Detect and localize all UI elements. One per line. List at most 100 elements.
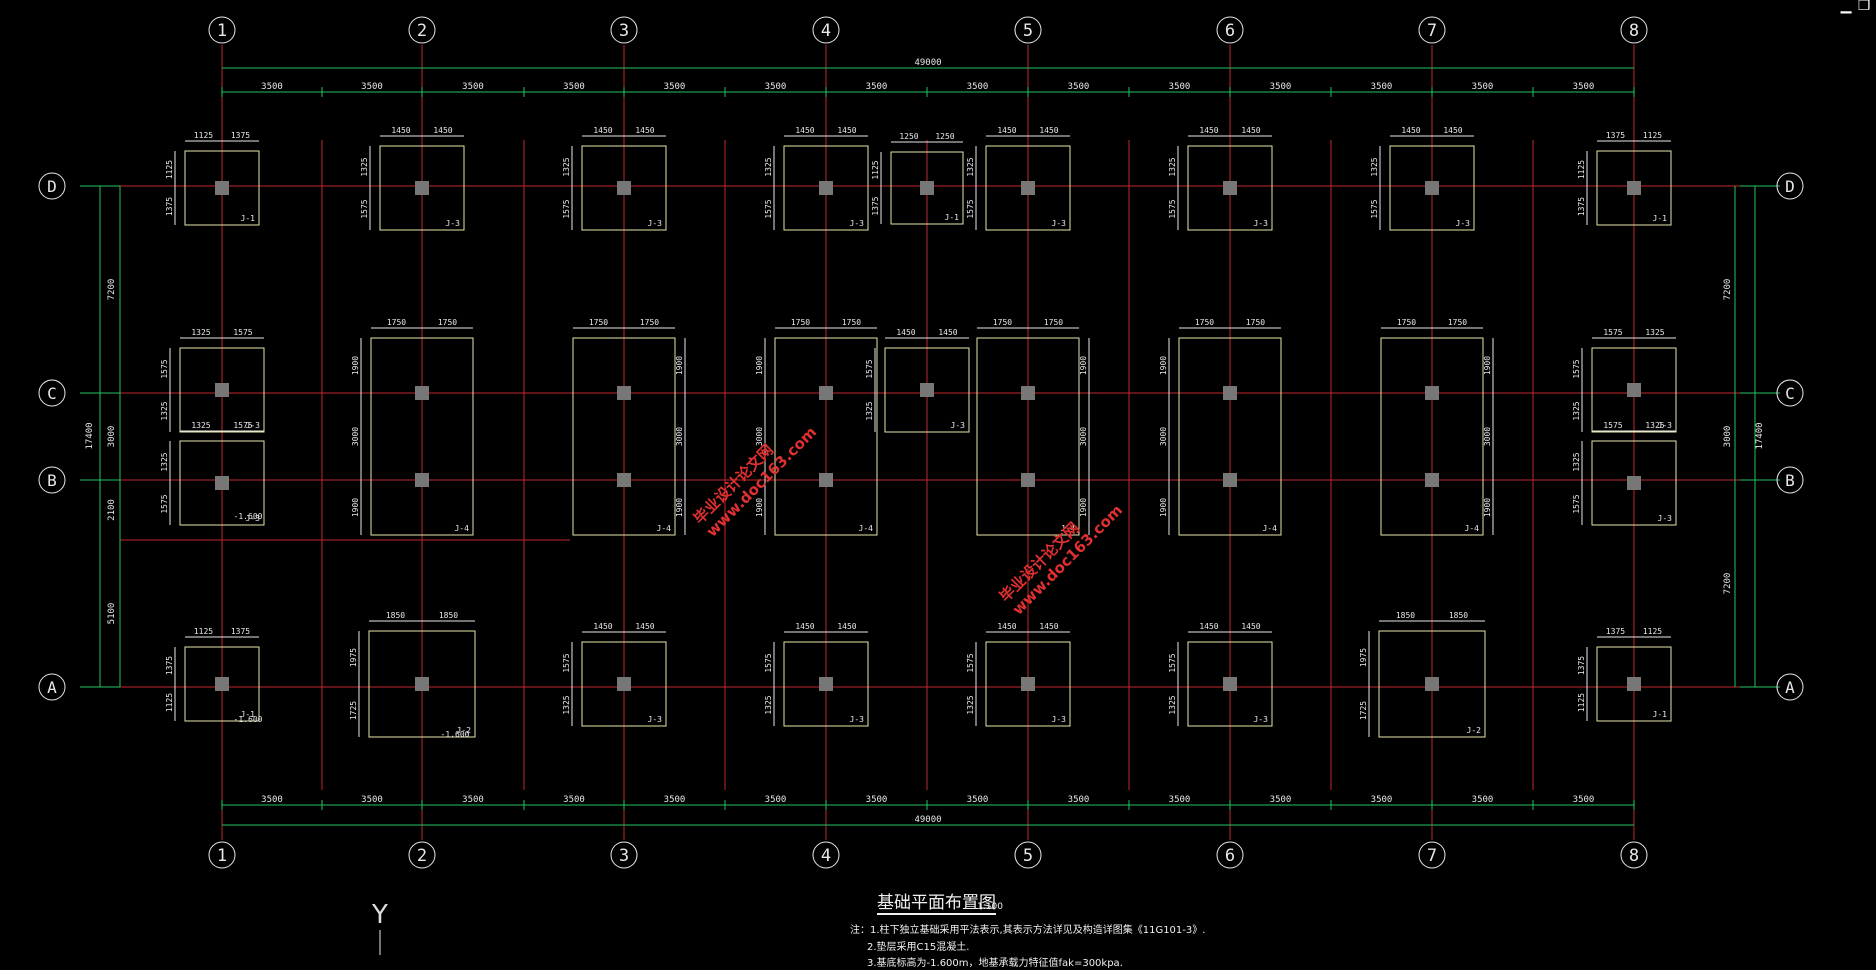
footing-dim-top-left-9: 1375 xyxy=(1606,131,1625,140)
column-16 xyxy=(415,677,429,691)
axis-bubble-6-top xyxy=(1216,16,1244,44)
footing-dim-side-top-9: 1125 xyxy=(1577,160,1586,179)
footing-3 xyxy=(581,145,667,231)
combined-column xyxy=(1223,473,1237,487)
column-8 xyxy=(1425,181,1439,195)
footing-dim-top-left-1: 1125 xyxy=(194,131,213,140)
footing-dim-top-right-15: 1375 xyxy=(231,627,250,636)
left-dim-1: 7200 xyxy=(107,279,117,301)
right-overall-dim: 17400 xyxy=(1755,422,1765,449)
footing-dim-top-left-6: 1450 xyxy=(997,126,1016,135)
combined-column xyxy=(1021,473,1035,487)
footing-label-7: J-3 xyxy=(1254,219,1269,228)
footing-dim-side-top-14: 1325 xyxy=(1572,452,1581,471)
footing-dim-top-left-15: 1125 xyxy=(194,627,213,636)
footing-9 xyxy=(1596,150,1672,226)
footing-dim-top-right-21: 1850 xyxy=(1449,611,1468,620)
footing-dim-side-bottom-2: 1575 xyxy=(360,199,369,218)
footing-label-21: J-2 xyxy=(1467,726,1482,735)
bay-dim-bottom-9: 3500 xyxy=(1068,795,1090,805)
combined-dim-1900b-5: 1900 xyxy=(1159,498,1168,517)
bay-dim-bottom-12: 3500 xyxy=(1371,795,1393,805)
combined-footing-label-2: J-4 xyxy=(657,524,672,533)
axis-bubble-D-left xyxy=(38,172,66,200)
footing-19 xyxy=(985,641,1071,727)
bay-dim-top-13: 3500 xyxy=(1472,82,1494,92)
bay-dim-bottom-3: 3500 xyxy=(462,795,484,805)
column-1 xyxy=(215,181,229,195)
axis-bubble-8-bottom xyxy=(1620,841,1648,869)
combined-footing-3 xyxy=(774,337,878,536)
combined-column xyxy=(617,473,631,487)
footing-dim-top-right-7: 1450 xyxy=(1241,126,1260,135)
axis-label-C-left: C xyxy=(47,384,57,403)
bay-dim-bottom-8: 3500 xyxy=(967,795,989,805)
footing-dim-side-top-20: 1575 xyxy=(1168,653,1177,672)
footing-12 xyxy=(1591,347,1677,433)
footing-label-9: J-1 xyxy=(1653,214,1668,223)
footing-dim-side-top-13: 1325 xyxy=(160,452,169,471)
footing-dim-top-right-8: 1450 xyxy=(1443,126,1462,135)
bay-dim-bottom-5: 3500 xyxy=(664,795,686,805)
combined-column xyxy=(819,386,833,400)
footing-dim-top-left-14: 1575 xyxy=(1603,421,1622,430)
combined-dim-right-6: 1750 xyxy=(1448,318,1467,327)
bay-dim-top-10: 3500 xyxy=(1169,82,1191,92)
axis-label-1-top: 1 xyxy=(217,21,227,41)
footing-dim-side-top-7: 1325 xyxy=(1168,157,1177,176)
combined-dim-left-5: 1750 xyxy=(1195,318,1214,327)
footing-20 xyxy=(1187,641,1273,727)
combined-footing-label-5: J-4 xyxy=(1263,524,1278,533)
column-11 xyxy=(920,383,934,397)
axis-label-6-top: 6 xyxy=(1225,21,1235,41)
column-4 xyxy=(819,181,833,195)
column-21 xyxy=(1425,677,1439,691)
footing-dim-side-top-12: 1575 xyxy=(1572,359,1581,378)
footing-22 xyxy=(1596,646,1672,722)
combined-column xyxy=(819,473,833,487)
restore-window-icon[interactable]: ❐ xyxy=(1857,0,1871,14)
footing-dim-top-left-11: 1450 xyxy=(896,328,915,337)
combined-footing-label-1: J-4 xyxy=(455,524,470,533)
bay-dim-bottom-14: 3500 xyxy=(1573,795,1595,805)
footing-dim-top-left-13: 1325 xyxy=(191,421,210,430)
footing-dim-side-top-2: 1325 xyxy=(360,157,369,176)
elevation-tag-1: -1.600 xyxy=(234,512,263,521)
footing-dim-side-bottom-3: 1575 xyxy=(562,199,571,218)
footing-label-15: J-1 xyxy=(241,710,256,719)
combined-column xyxy=(1223,386,1237,400)
axis-bubble-4-bottom xyxy=(812,841,840,869)
bay-dim-bottom-6: 3500 xyxy=(765,795,787,805)
bay-dim-top-12: 3500 xyxy=(1371,82,1393,92)
combined-dim-left-3: 1750 xyxy=(791,318,810,327)
footing-label-10: J-3 xyxy=(246,421,261,430)
combined-dim-left-2: 1750 xyxy=(589,318,608,327)
footing-dim-side-bottom-15: 1125 xyxy=(165,693,174,712)
combined-footing-4 xyxy=(976,337,1080,536)
footing-dim-side-bottom-7: 1575 xyxy=(1168,199,1177,218)
footing-dim-side-top-3: 1325 xyxy=(562,157,571,176)
axis-label-5-top: 5 xyxy=(1023,21,1033,41)
minimize-icon[interactable]: ▁ xyxy=(1840,0,1852,14)
bay-dim-bottom-2: 3500 xyxy=(361,795,383,805)
footing-dim-side-top-6: 1325 xyxy=(966,157,975,176)
combined-dim-1900a-1: 1900 xyxy=(351,356,360,375)
axis-bubble-D-right xyxy=(1776,172,1804,200)
combined-column xyxy=(415,473,429,487)
combined-dim-3000-2: 3000 xyxy=(675,427,684,446)
footing-dim-side-bottom-17: 1325 xyxy=(562,695,571,714)
column-14 xyxy=(1627,476,1641,490)
bay-dim-top-1: 3500 xyxy=(261,82,283,92)
axis-bubble-1-bottom xyxy=(208,841,236,869)
combined-dim-3000-6: 3000 xyxy=(1483,427,1492,446)
axis-bubble-3-bottom xyxy=(610,841,638,869)
footing-dim-side-top-10: 1575 xyxy=(160,359,169,378)
footing-dim-side-bottom-13: 1575 xyxy=(160,494,169,513)
axis-bubble-A-left xyxy=(38,673,66,701)
footing-dim-side-bottom-19: 1325 xyxy=(966,695,975,714)
footing-dim-top-left-5: 1250 xyxy=(899,132,918,141)
bay-dim-bottom-10: 3500 xyxy=(1169,795,1191,805)
footing-dim-top-left-17: 1450 xyxy=(593,622,612,631)
footing-label-2: J-3 xyxy=(446,219,461,228)
footing-dim-top-right-10: 1575 xyxy=(233,328,252,337)
